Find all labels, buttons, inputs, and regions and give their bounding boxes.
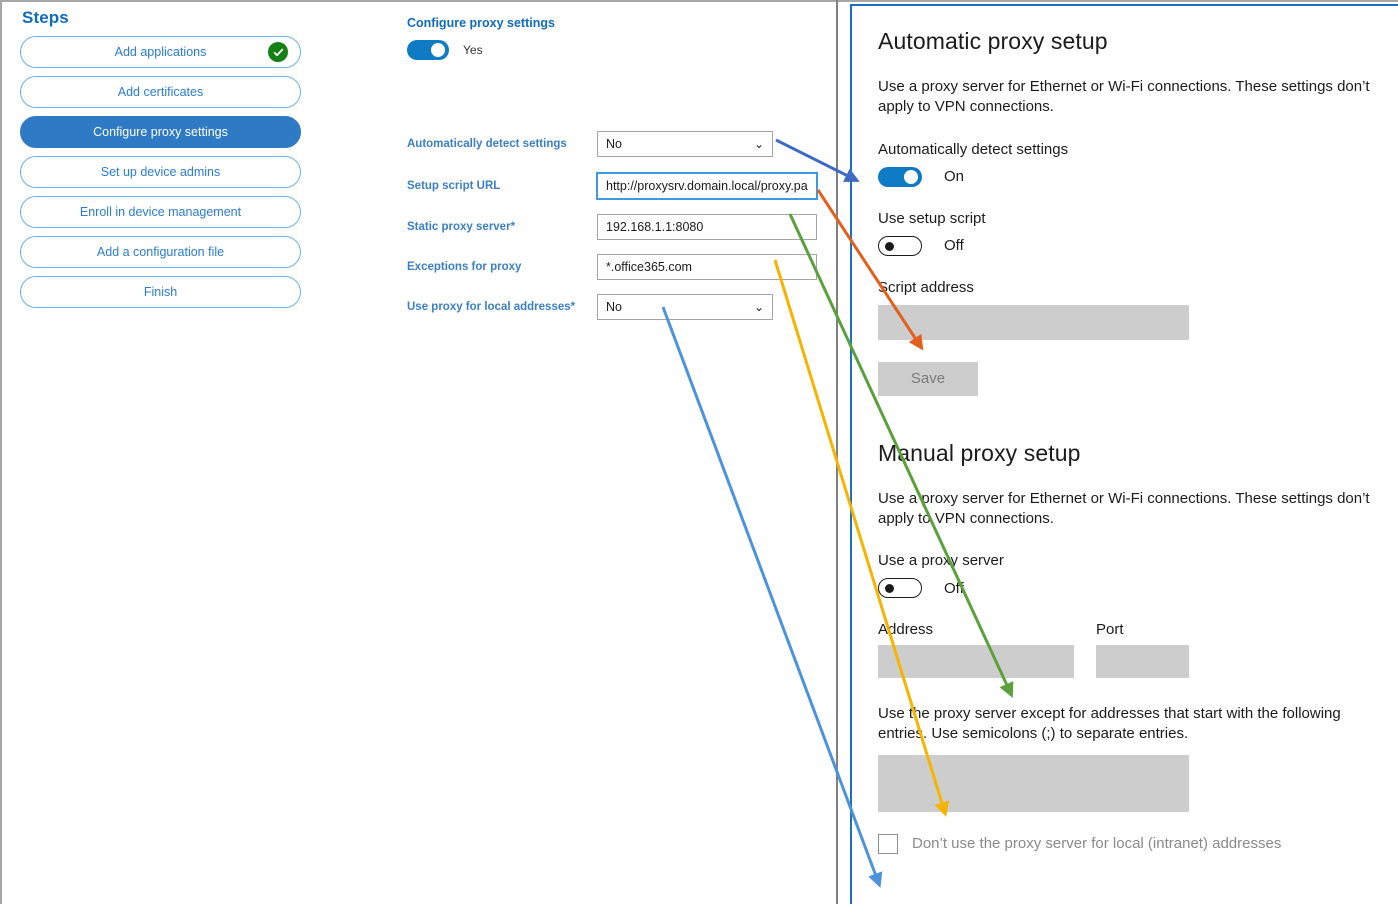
port-input[interactable]: [1096, 645, 1189, 678]
field-label: Static proxy server*: [407, 221, 516, 233]
step-item-enroll-in-device-management[interactable]: Enroll in device management: [20, 196, 301, 228]
field-label: Use proxy for local addresses*: [407, 301, 576, 313]
use-setup-script-row: Off: [878, 235, 1378, 256]
field-setup-script-url: Setup script URL http://proxysrv.domain.…: [407, 172, 818, 200]
select-value: No: [606, 300, 622, 314]
window-left-border: [0, 0, 2, 904]
toggle-knob: [885, 584, 894, 593]
chevron-down-icon: ⌄: [753, 300, 764, 314]
configure-proxy-toggle-label: Yes: [463, 43, 483, 57]
use-a-proxy-server-label: Use a proxy server: [878, 552, 1004, 569]
manual-proxy-setup-heading: Manual proxy setup: [878, 439, 1081, 466]
use-setup-script-label: Use setup script: [878, 209, 986, 227]
exceptions-description: Use the proxy server except for addresse…: [878, 705, 1341, 743]
configure-proxy-toggle-row: Yes: [407, 40, 827, 60]
step-item-finish[interactable]: Finish: [20, 276, 301, 308]
field-exceptions-for-proxy: Exceptions for proxy *.office365.com: [407, 254, 817, 280]
arrow-local-addresses: [661, 306, 883, 888]
check-circle-icon: [268, 42, 288, 62]
input-value: *.office365.com: [606, 260, 692, 274]
input-value: http://proxysrv.domain.local/proxy.pa: [606, 179, 808, 193]
static-proxy-server-input[interactable]: 192.168.1.1:8080: [597, 214, 817, 240]
use-a-proxy-server-toggle[interactable]: [878, 578, 922, 598]
use-setup-script-state: Off: [944, 237, 964, 254]
automatically-detect-settings-state: On: [944, 168, 965, 185]
field-label: Exceptions for proxy: [407, 261, 522, 273]
save-button[interactable]: Save: [878, 361, 978, 396]
select-value: No: [606, 137, 622, 151]
local-addresses-checkbox-label: Don’t use the proxy server for local (in…: [912, 835, 1282, 852]
configure-proxy-toggle[interactable]: [407, 40, 449, 60]
chevron-down-icon: ⌄: [753, 137, 764, 151]
step-label: Enroll in device management: [79, 205, 242, 219]
field-label: Setup script URL: [407, 180, 501, 192]
toggle-knob: [885, 241, 894, 251]
step-label: Finish: [143, 285, 178, 299]
proxy-form-panel: Configure proxy settings Yes: [407, 16, 827, 66]
use-setup-script-toggle[interactable]: [878, 235, 922, 256]
steps-panel: Steps Add applications Add certificates …: [20, 8, 320, 316]
use-proxy-for-local-addresses-select[interactable]: No ⌄: [597, 294, 773, 320]
setup-script-url-input[interactable]: http://proxysrv.domain.local/proxy.pa: [596, 172, 818, 200]
manual-proxy-description: Use a proxy server for Ethernet or Wi-Fi…: [878, 489, 1370, 527]
address-label: Address: [878, 621, 934, 638]
required-asterisk: *: [570, 301, 576, 313]
script-address-label: Script address: [878, 278, 974, 296]
automatic-proxy-description: Use a proxy server for Ethernet or Wi-Fi…: [878, 78, 1370, 116]
step-label: Add certificates: [117, 85, 204, 99]
step-item-configure-proxy-settings[interactable]: Configure proxy settings: [20, 116, 301, 148]
field-use-proxy-for-local-addresses: Use proxy for local addresses* No ⌄: [407, 294, 773, 320]
local-addresses-checkbox-row: Don’t use the proxy server for local (in…: [878, 833, 1378, 854]
step-label: Set up device admins: [100, 165, 221, 179]
step-item-add-applications[interactable]: Add applications: [20, 36, 301, 68]
exceptions-for-proxy-input[interactable]: *.office365.com: [597, 254, 817, 280]
local-addresses-checkbox[interactable]: [878, 833, 898, 854]
automatically-detect-settings-select[interactable]: No ⌄: [597, 131, 773, 157]
use-a-proxy-server-row: Off: [878, 578, 1378, 598]
step-item-add-a-configuration-file[interactable]: Add a configuration file: [20, 236, 301, 268]
script-address-input[interactable]: [878, 304, 1189, 340]
step-item-set-up-device-admins[interactable]: Set up device admins: [20, 156, 301, 188]
field-static-proxy-server: Static proxy server* 192.168.1.1:8080: [407, 214, 817, 240]
automatically-detect-settings-row: On: [878, 166, 1378, 187]
windows-proxy-settings-panel: Automatic proxy setup Use a proxy server…: [850, 4, 1398, 904]
required-asterisk: *: [510, 221, 516, 233]
toggle-knob: [431, 43, 445, 57]
toggle-knob: [904, 169, 918, 184]
automatically-detect-settings-toggle[interactable]: [878, 166, 922, 187]
input-value: 192.168.1.1:8080: [606, 220, 704, 234]
automatically-detect-settings-label: Automatically detect settings: [878, 140, 1069, 158]
step-label: Add applications: [114, 45, 207, 59]
step-label: Add a configuration file: [96, 245, 225, 259]
address-port-row: Address Port: [878, 621, 1378, 678]
port-label: Port: [1096, 621, 1124, 638]
exceptions-input[interactable]: [878, 754, 1189, 812]
automatic-proxy-setup-heading: Automatic proxy setup: [878, 28, 1108, 54]
steps-title: Steps: [22, 8, 69, 27]
field-label: Automatically detect settings: [407, 138, 567, 150]
form-section-title: Configure proxy settings: [407, 16, 555, 30]
step-label: Configure proxy settings: [93, 125, 228, 139]
address-input[interactable]: [878, 645, 1074, 678]
window-top-border: [0, 0, 1398, 2]
use-a-proxy-server-state: Off: [944, 579, 964, 597]
step-item-add-certificates[interactable]: Add certificates: [20, 76, 301, 108]
panel-divider: [836, 0, 838, 904]
field-automatically-detect-settings: Automatically detect settings No ⌄: [407, 131, 773, 157]
